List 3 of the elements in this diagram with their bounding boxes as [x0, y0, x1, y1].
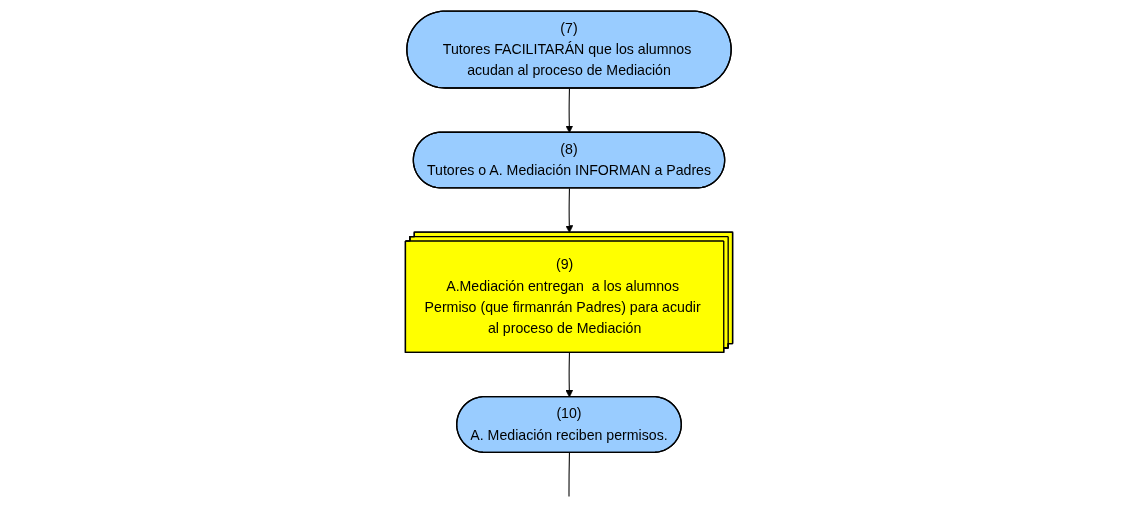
connector: [568, 451, 570, 497]
arrow: [565, 87, 574, 133]
arrow: [565, 351, 574, 397]
